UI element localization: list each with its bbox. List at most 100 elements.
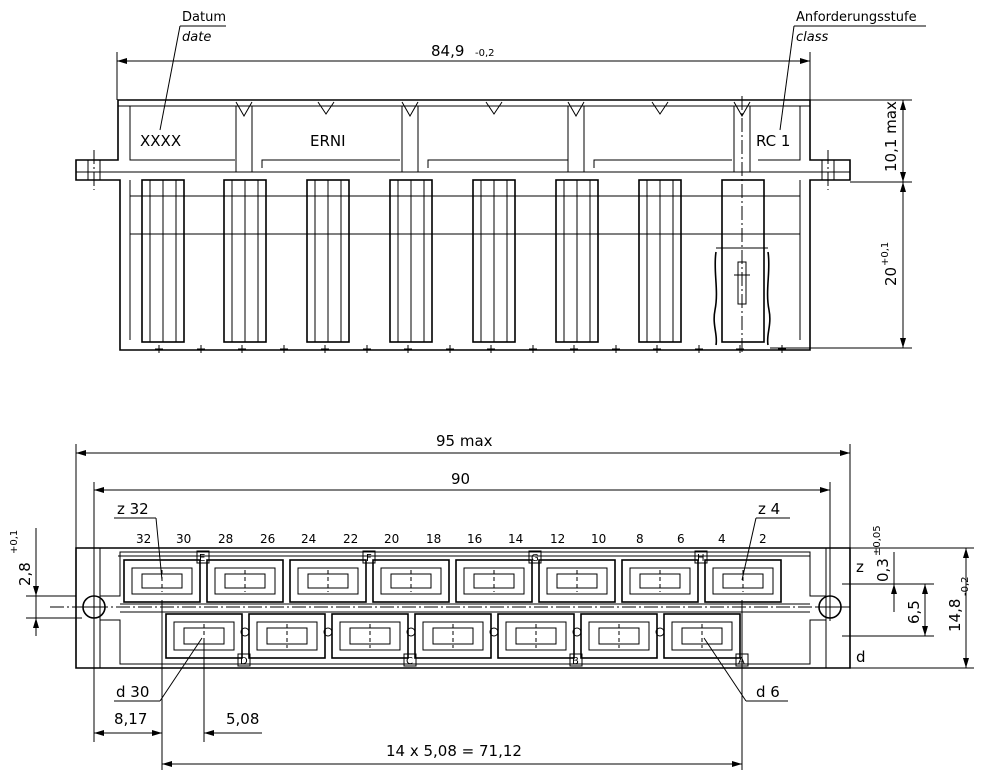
d-last-label: d 6: [756, 683, 780, 701]
d-first-label: d 30: [116, 683, 149, 701]
coding-letter: D: [240, 656, 248, 667]
dimension-hole-offset: 2,8 +0,1: [9, 528, 82, 636]
side-notch: [733, 101, 751, 118]
date-label: date: [182, 30, 211, 45]
coding-letter: C: [406, 656, 413, 667]
d-contact: [497, 613, 575, 659]
height-top-value: 10,1 max: [882, 101, 900, 172]
d-contact: [414, 613, 492, 659]
side-notch: [317, 101, 335, 115]
z-last-label: z 4: [758, 500, 780, 518]
side-view: XXXX ERNI RC 1 Datum date Anforderungsst…: [75, 10, 926, 353]
side-contact-slots: [141, 96, 771, 352]
hole-pitch-value: 90: [451, 470, 470, 488]
side-recess-3: [427, 159, 568, 168]
coding-bottom: D C B A: [237, 653, 749, 667]
class-leader: [779, 25, 795, 131]
contact-slot: [472, 179, 516, 343]
contact-slot: [555, 179, 599, 343]
coding-top: E F G H: [196, 550, 708, 564]
contact-slot: [141, 179, 185, 343]
z-contact: [206, 559, 284, 603]
length-tolerance: -0,2: [475, 48, 495, 59]
column-numbers: 32 30 28 26 24 22 20 18 16 14 12 10 8 6 …: [136, 532, 767, 546]
z-contact: [123, 559, 201, 603]
z-contact: [289, 559, 367, 603]
width-value: 14,8: [946, 599, 964, 632]
coding-letter: H: [697, 553, 705, 564]
column-number: 32: [136, 532, 151, 546]
column-number: 8: [636, 532, 644, 546]
column-number: 24: [301, 532, 316, 546]
column-number: 18: [426, 532, 441, 546]
dimension-right-stack: 0,3 ±0,05 6,5 14,8 -0,2: [842, 525, 974, 669]
d-contact: [248, 613, 326, 659]
overall-value: 95 max: [436, 432, 493, 450]
plan-inner-outline: [99, 551, 827, 665]
column-number: 14: [508, 532, 523, 546]
coding-letter: F: [366, 553, 372, 564]
z-first-label: z 32: [117, 500, 149, 518]
side-recess-2: [261, 159, 400, 168]
hole-offset-tolerance: +0,1: [9, 530, 20, 554]
d-contact: [663, 613, 741, 659]
dimension-bottom: 8,17 5,08 14 x 5,08 = 71,12: [93, 600, 743, 770]
dimension-heights: 10,1 max 20 +0,1: [770, 99, 912, 349]
column-number: 26: [260, 532, 275, 546]
column-number: 4: [718, 532, 726, 546]
d-contact: [580, 613, 658, 659]
column-number: 10: [591, 532, 606, 546]
height-pins-tolerance: +0,1: [880, 242, 891, 266]
column-number: 2: [759, 532, 767, 546]
column-number: 6: [677, 532, 685, 546]
width-tolerance: -0,2: [960, 576, 971, 596]
coding-letter: B: [572, 656, 579, 667]
d-first-leader: [159, 637, 203, 702]
mounting-hole-left: [80, 593, 108, 621]
z-contact: [372, 559, 450, 603]
datum-leader: [159, 25, 181, 131]
contact-slot: [638, 179, 682, 343]
plan-view: E F G H D C B A 32 30 28 26 24 22 20: [9, 432, 974, 770]
length-value: 84,9: [431, 42, 464, 60]
height-pins-value: 20: [882, 267, 900, 286]
row-offset-value: 0,3: [874, 558, 892, 582]
dimension-overall: 95 max: [75, 432, 851, 548]
dimension-hole-pitch: 90: [93, 470, 831, 596]
contact-slot: [223, 179, 267, 343]
side-notch: [235, 101, 253, 118]
side-recess-4: [593, 159, 732, 168]
column-number: 28: [218, 532, 233, 546]
z-contact: [704, 559, 782, 603]
column-number: 12: [550, 532, 565, 546]
side-notch: [651, 101, 669, 115]
d-last-leader: [703, 637, 747, 702]
marking-class-text: RC 1: [756, 132, 790, 150]
column-number: 30: [176, 532, 191, 546]
hole-offset-value: 2,8: [16, 562, 34, 586]
side-post: [567, 105, 585, 173]
pitch-value: 5,08: [226, 710, 259, 728]
side-notch: [485, 101, 503, 115]
mounting-hole-right: [816, 593, 844, 621]
side-recess-1: [129, 106, 235, 161]
coding-letter: E: [199, 553, 205, 564]
d-row-pegs: [240, 627, 665, 637]
d-contact: [331, 613, 409, 659]
d-row-contacts: [165, 613, 741, 659]
row-spacing-value: 6,5: [905, 600, 923, 624]
datum-label: Datum: [182, 10, 226, 25]
z-contact: [455, 559, 533, 603]
pin-crosses: [155, 345, 786, 353]
side-notch: [401, 101, 419, 118]
z-contact: [538, 559, 616, 603]
coding-letter: G: [531, 553, 539, 564]
z-contact: [621, 559, 699, 603]
class-en-label: class: [796, 30, 828, 45]
contact-slot-section: [713, 96, 771, 352]
column-number: 16: [467, 532, 482, 546]
z-first-leader: [155, 517, 163, 581]
offset-first-value: 8,17: [114, 710, 147, 728]
column-number: 20: [384, 532, 399, 546]
